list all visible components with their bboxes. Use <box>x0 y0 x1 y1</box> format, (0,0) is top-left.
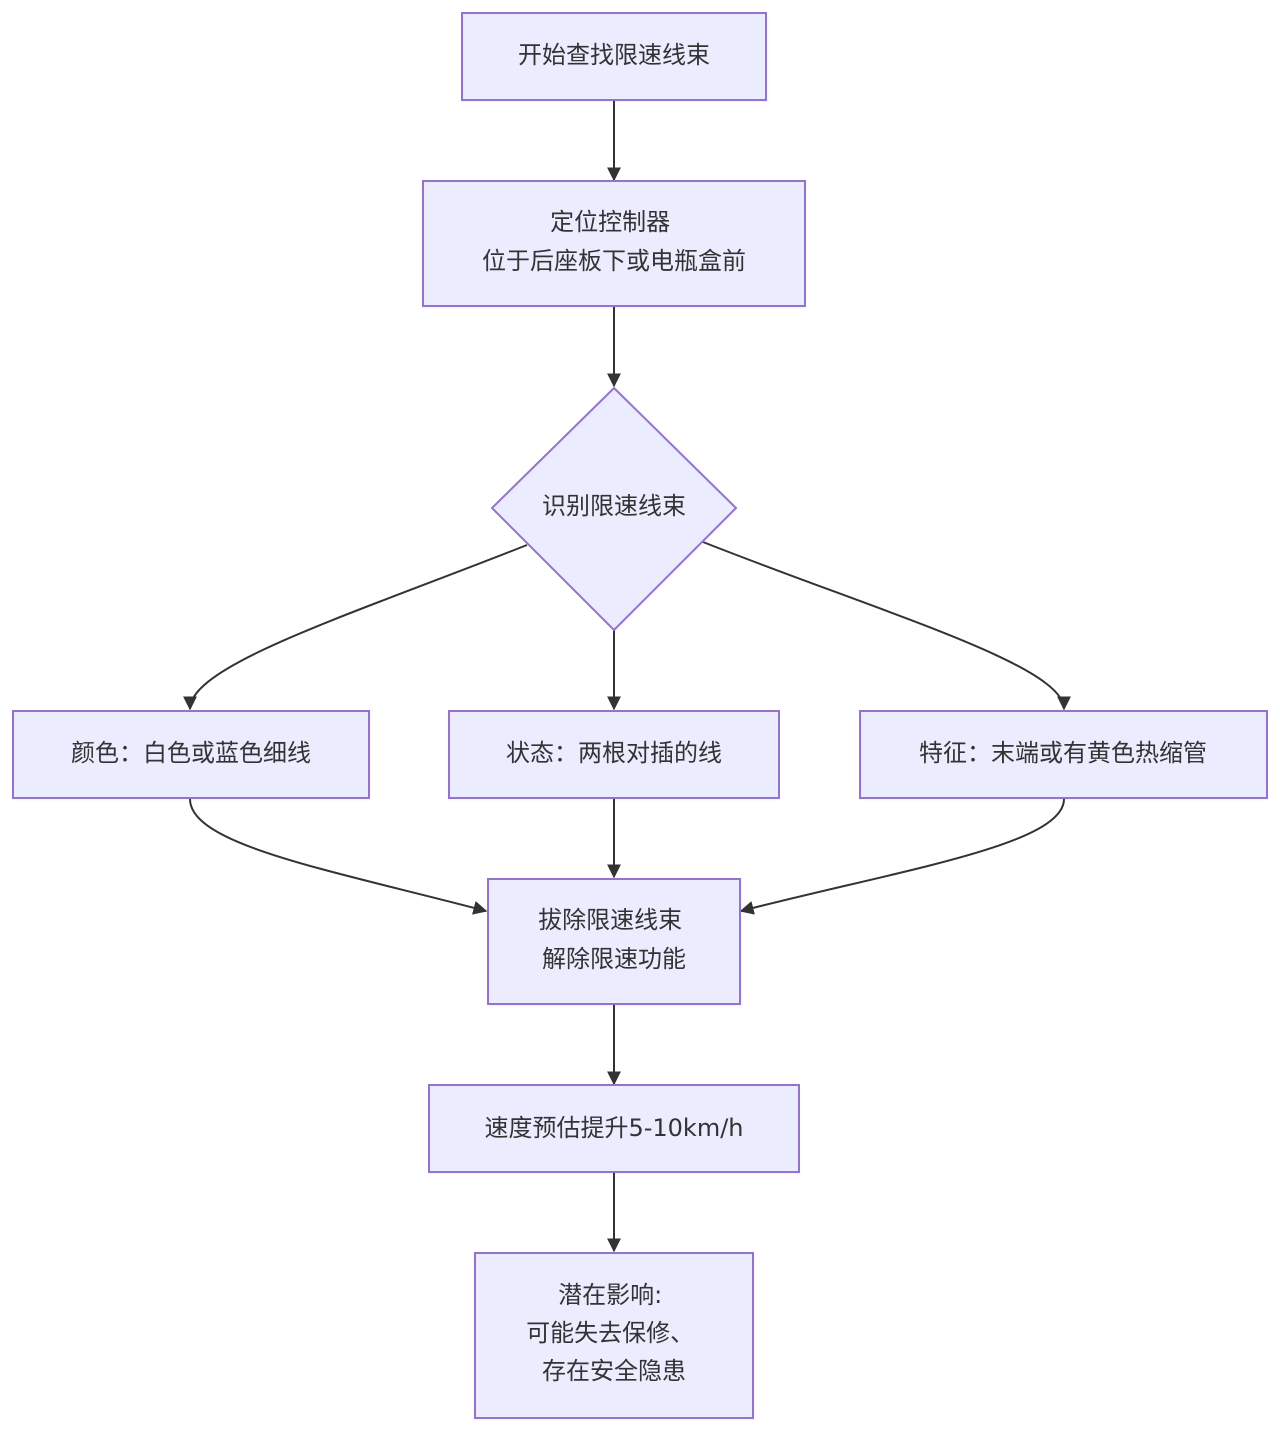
node-remove-line-1: 拔除限速线束 <box>538 906 682 934</box>
node-locate-line-2: 位于后座板下或电瓶盒前 <box>482 247 746 275</box>
node-impact-line-1: 潜在影响: <box>558 1281 662 1309</box>
node-impact: 潜在影响: 可能失去保修、 存在安全隐患 <box>474 1252 754 1419</box>
node-start-box <box>461 12 767 101</box>
node-color-box <box>12 710 370 799</box>
node-remove: 拔除限速线束 解除限速功能 <box>487 878 741 1005</box>
node-locate-box <box>422 180 806 307</box>
node-impact-line-3: 存在安全隐患 <box>542 1357 686 1385</box>
node-identify: 识别限速线束 <box>490 386 738 632</box>
node-color: 颜色：白色或蓝色细线 <box>12 710 370 799</box>
node-speed-line-1: 速度预估提升5-10km/h <box>484 1114 743 1142</box>
node-speed: 速度预估提升5-10km/h <box>428 1084 800 1173</box>
node-feature-label: 特征：末端或有黄色热缩管 <box>919 739 1207 767</box>
edge-identify-to-color <box>183 544 528 711</box>
node-start: 开始查找限速线束 <box>461 12 767 101</box>
node-speed-box <box>428 1084 800 1173</box>
decision-diamond <box>490 386 738 632</box>
node-start-label: 开始查找限速线束 <box>518 41 710 69</box>
node-identify-line-1: 识别限速线束 <box>542 492 686 520</box>
node-locate: 定位控制器 位于后座板下或电瓶盒前 <box>422 180 806 307</box>
edge-color-to-remove <box>189 798 488 915</box>
node-state-box <box>448 710 780 799</box>
edge-identify-to-feature <box>702 541 1071 711</box>
node-remove-box <box>487 878 741 1005</box>
node-feature-line-1: 特征：末端或有黄色热缩管 <box>919 739 1207 767</box>
node-impact-line-2: 可能失去保修、 <box>526 1319 694 1347</box>
node-color-line-1: 颜色：白色或蓝色细线 <box>71 739 311 767</box>
edge-feature-to-remove <box>739 798 1065 915</box>
node-start-line-1: 开始查找限速线束 <box>518 41 710 69</box>
node-locate-line-1: 定位控制器 <box>550 208 670 236</box>
node-identify-label: 识别限速线束 <box>542 492 686 520</box>
node-locate-label: 定位控制器 位于后座板下或电瓶盒前 <box>482 208 746 275</box>
node-feature-box <box>859 710 1268 799</box>
node-feature: 特征：末端或有黄色热缩管 <box>859 710 1268 799</box>
node-remove-line-2: 解除限速功能 <box>542 945 686 973</box>
edges <box>183 101 1071 1253</box>
node-impact-label: 潜在影响: 可能失去保修、 存在安全隐患 <box>526 1281 702 1385</box>
node-state-label: 状态：两根对插的线 <box>506 739 722 767</box>
node-color-label: 颜色：白色或蓝色细线 <box>71 739 311 767</box>
node-state: 状态：两根对插的线 <box>448 710 780 799</box>
node-speed-label: 速度预估提升5-10km/h <box>484 1114 743 1142</box>
node-impact-box <box>474 1252 754 1419</box>
node-state-line-1: 状态：两根对插的线 <box>506 739 722 767</box>
node-remove-label: 拔除限速线束 解除限速功能 <box>538 906 690 973</box>
